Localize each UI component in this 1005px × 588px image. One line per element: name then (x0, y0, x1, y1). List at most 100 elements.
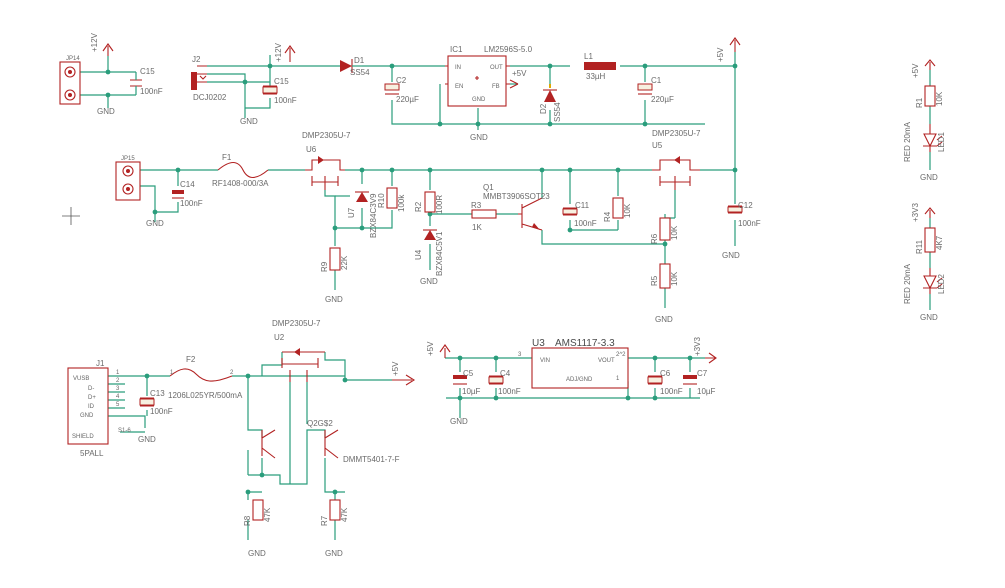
c12-label: C12 (738, 201, 753, 210)
j1-pin-num-3: 3 (116, 386, 120, 392)
net-3v3-ams: +3V3 (693, 337, 702, 356)
j2-dc-jack (191, 65, 207, 90)
u7-value: BZX84C3V9 (369, 193, 378, 238)
led1-value: RED 20mA (903, 121, 912, 162)
r9-value: 22K (340, 255, 349, 270)
led1-label: LED1 (937, 131, 946, 152)
q2-label: Q2G$2 (307, 419, 333, 428)
c4-capacitor (488, 375, 504, 385)
c4-label: C4 (500, 369, 511, 378)
gnd-label-r9: GND (325, 295, 343, 304)
l1-value: 33µH (586, 72, 606, 81)
d1-value: SS54 (350, 68, 370, 77)
gnd-label-jp15: GND (146, 219, 164, 228)
r11-resistor (924, 227, 936, 253)
d1-diode (340, 59, 362, 73)
gnd-label-ams: GND (450, 417, 468, 426)
jp14-connector (59, 61, 81, 105)
r6-label: R6 (650, 233, 659, 244)
j2-label: J2 (192, 55, 201, 64)
f1-fuse (217, 161, 269, 179)
j1-pin-dplus: D+ (88, 395, 96, 401)
u5-label: U5 (652, 141, 663, 150)
c7-value: 10µF (697, 387, 716, 396)
c15-capacitor-a (130, 72, 142, 95)
c15a-label: C15 (140, 67, 155, 76)
u3-pin-1: 1 (616, 376, 620, 382)
q1-label: Q1 (483, 183, 494, 192)
led1-diode (923, 124, 943, 152)
c1-label: C1 (651, 76, 662, 85)
wires (80, 52, 931, 540)
r4-resistor (612, 197, 624, 219)
r7-label: R7 (320, 515, 329, 526)
supply-symbols (102, 37, 936, 386)
r6-resistor (659, 217, 671, 241)
ic1-pin-gnd: GND (472, 97, 486, 103)
u2-mosfet (281, 348, 325, 382)
r9-label: R9 (320, 261, 329, 272)
cursor-crosshair-icon (62, 207, 80, 225)
led2-diode (923, 268, 943, 294)
c15-capacitor-b (262, 85, 278, 95)
c15b-label: C15 (274, 77, 289, 86)
j1-value: 5PALL (80, 449, 104, 458)
ic1-regulator (445, 55, 510, 107)
gnd-label-r7: GND (325, 549, 343, 558)
j1-pin-vusb: VUSB (73, 376, 89, 382)
d2-diode (543, 84, 557, 102)
r2-resistor (424, 191, 436, 213)
c15b-value: 100nF (274, 96, 297, 105)
u4-zener (423, 229, 437, 240)
c14-label: C14 (180, 180, 195, 189)
ic1-pin-in: IN (455, 65, 461, 71)
u4-label: U4 (414, 249, 423, 260)
gnd-label-led2: GND (920, 313, 938, 322)
plus12v-symbol-2 (284, 45, 296, 62)
gnd-label-ic1: GND (470, 133, 488, 142)
u2-label: U2 (274, 333, 285, 342)
r1-resistor (924, 85, 936, 107)
c11-label: C11 (575, 201, 590, 210)
junctions (105, 63, 738, 495)
c1-value: 220µF (651, 95, 674, 104)
u3-pin-vout: VOUT (598, 358, 615, 364)
r2-value: 100R (435, 195, 444, 214)
net-5v-fb: +5V (512, 69, 527, 78)
c12-capacitor (727, 205, 743, 214)
gnd-label-u4: GND (420, 277, 438, 286)
d2-value: SS54 (553, 102, 562, 122)
r2-label: R2 (414, 201, 423, 212)
j1-pin-num-5: 5 (116, 402, 120, 408)
f2-pin-1: 1 (170, 370, 174, 376)
r1-label: R1 (915, 97, 924, 108)
u6-label: U6 (306, 145, 317, 154)
u3-regulator (531, 347, 629, 389)
gnd-label-r8: GND (248, 549, 266, 558)
c14-capacitor (172, 190, 184, 199)
ic1-pin-en: EN (455, 84, 463, 90)
f2-pin-2: 2 (230, 370, 234, 376)
gnd-label-2: GND (240, 117, 258, 126)
l1-inductor (584, 62, 616, 70)
j1-pin-num-1: 1 (116, 370, 120, 376)
gnd-label-1: GND (97, 107, 115, 116)
u5-mosfet (652, 156, 700, 190)
c15a-value: 100nF (140, 87, 163, 96)
ic1-pin-fb: FB (492, 84, 500, 90)
gnd-label-led1: GND (920, 173, 938, 182)
gnd-label-c13: GND (138, 435, 156, 444)
u3-label: U3 (532, 338, 545, 349)
r10-resistor (386, 187, 398, 209)
jp15-connector (115, 161, 141, 201)
r8-resistor (252, 499, 264, 521)
net-5v-ams: +5V (426, 341, 435, 356)
net-5v-led: +5V (911, 63, 920, 78)
plus5v-symbol-top (729, 37, 741, 52)
net-5v-usb: +5V (391, 361, 400, 376)
u4-value: BZX84C5V1 (435, 231, 444, 276)
q2-value: DMMT5401-7-F (343, 455, 400, 464)
c5-capacitor (453, 375, 467, 385)
c1-capacitor (637, 83, 653, 95)
